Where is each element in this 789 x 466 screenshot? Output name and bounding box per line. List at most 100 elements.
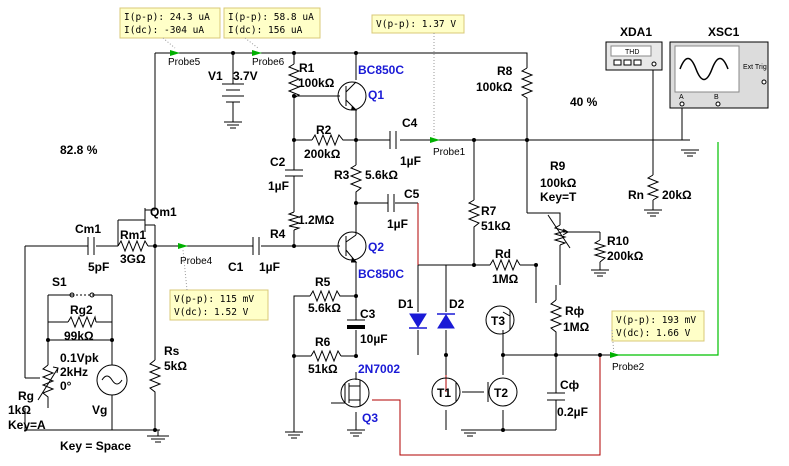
svg-text:D1: D1 <box>398 297 414 311</box>
svg-text:I(p-p): 24.3 uA: I(p-p): 24.3 uA <box>124 12 210 23</box>
transistor-t3[interactable]: T3 <box>485 305 515 335</box>
svg-text:V(dc): 1.66 V: V(dc): 1.66 V <box>616 328 691 339</box>
jfet-qm1[interactable]: Qm1 <box>144 193 177 232</box>
svg-text:100kΩ: 100kΩ <box>476 80 513 94</box>
resistor-r2[interactable]: R2 200kΩ <box>304 123 344 161</box>
svg-text:V(p-p): 193 mV: V(p-p): 193 mV <box>616 315 696 326</box>
capacitor-cphi[interactable]: Cф 0.2µF <box>547 378 588 419</box>
svg-text:V1: V1 <box>208 69 223 83</box>
resistor-rn[interactable]: Rn 20kΩ <box>628 174 692 202</box>
transistor-q1[interactable]: BC850C Q1 <box>337 63 404 111</box>
svg-text:51kΩ: 51kΩ <box>481 219 511 233</box>
resistor-r7[interactable]: R7 51kΩ <box>467 199 511 233</box>
resistor-r5[interactable]: R5 5.6kΩ <box>308 275 342 315</box>
svg-text:T2: T2 <box>494 386 508 400</box>
svg-text:Probe1: Probe1 <box>433 147 466 158</box>
svg-text:51kΩ: 51kΩ <box>308 362 338 376</box>
capacitor-c5[interactable]: C5 1µF <box>387 187 420 231</box>
resistor-r3[interactable]: R3 5.6kΩ <box>334 164 398 195</box>
ground-symbols <box>147 121 699 443</box>
svg-text:XSC1: XSC1 <box>708 25 740 39</box>
svg-text:Key=T: Key=T <box>540 190 577 204</box>
capacitor-c1[interactable]: C1 1µF <box>228 237 280 274</box>
svg-text:Rф: Rф <box>565 304 585 318</box>
svg-text:1µF: 1µF <box>268 179 289 193</box>
transistor-t1[interactable]: T1 <box>431 377 461 407</box>
svg-text:I(dc): 156 uA: I(dc): 156 uA <box>228 25 303 36</box>
resistor-r6[interactable]: R6 51kΩ <box>308 335 342 376</box>
svg-text:1kΩ: 1kΩ <box>8 403 31 417</box>
resistor-rd[interactable]: Rd 1MΩ <box>489 247 521 286</box>
wiring <box>24 52 690 436</box>
svg-text:20kΩ: 20kΩ <box>662 188 692 202</box>
svg-text:C2: C2 <box>270 155 286 169</box>
ac-source-vg[interactable]: 0.1Vpk 2kHz 0° Vg <box>60 351 128 417</box>
svg-text:Ext Trig: Ext Trig <box>743 64 767 71</box>
svg-text:Vg: Vg <box>92 403 107 417</box>
probe5-readout: I(p-p): 24.3 uA I(dc): -304 uA <box>119 7 221 39</box>
svg-text:Probe5: Probe5 <box>168 57 201 68</box>
battery-v1[interactable]: V1 3.7V <box>208 69 258 112</box>
svg-text:1MΩ: 1MΩ <box>492 272 519 286</box>
svg-text:R5: R5 <box>315 275 331 289</box>
svg-text:3GΩ: 3GΩ <box>120 252 146 266</box>
svg-text:C5: C5 <box>404 187 420 201</box>
resistor-rphi[interactable]: Rф 1MΩ <box>549 299 590 335</box>
probe1[interactable]: Probe1 <box>430 137 466 158</box>
probe2[interactable]: Probe2 <box>610 352 645 373</box>
probe4[interactable]: Probe4 <box>178 243 213 267</box>
svg-text:5.6kΩ: 5.6kΩ <box>365 168 398 182</box>
svg-text:0°: 0° <box>60 379 72 393</box>
svg-text:Q1: Q1 <box>368 88 384 102</box>
svg-text:S1: S1 <box>52 275 67 289</box>
mosfet-q3[interactable]: 2N7002 Q3 <box>331 362 400 425</box>
probe6[interactable]: Probe6 <box>252 50 285 68</box>
svg-text:1µF: 1µF <box>400 154 421 168</box>
key-space-label: Key = Space <box>60 439 131 453</box>
svg-text:Rm1: Rm1 <box>120 228 146 242</box>
resistor-r8[interactable]: R8 100kΩ <box>476 64 534 100</box>
svg-text:10µF: 10µF <box>360 332 388 346</box>
svg-text:C4: C4 <box>402 116 418 130</box>
svg-text:99kΩ: 99kΩ <box>64 329 94 343</box>
resistor-r10[interactable]: R10 200kΩ <box>593 234 644 263</box>
svg-text:Key=A: Key=A <box>8 418 46 432</box>
probe6-readout: I(p-p): 58.8 uA I(dc): 156 uA <box>223 7 321 39</box>
switch-s1[interactable]: S1 <box>52 275 95 298</box>
svg-text:200kΩ: 200kΩ <box>304 147 341 161</box>
svg-text:Probe6: Probe6 <box>252 57 285 68</box>
scope-b-wire <box>612 142 719 356</box>
svg-text:T3: T3 <box>491 314 505 328</box>
capacitor-c2[interactable]: C2 1µF <box>268 155 303 193</box>
transistor-q2[interactable]: Q2 BC850C <box>337 231 404 281</box>
oscilloscope-xsc1[interactable]: XSC1 Ext Trig A B <box>669 25 769 109</box>
svg-text:THD: THD <box>625 49 639 56</box>
resistor-rs[interactable]: Rs 5kΩ <box>148 344 187 395</box>
svg-text:Rg: Rg <box>18 389 34 403</box>
svg-text:V(p-p): 115 mV: V(p-p): 115 mV <box>174 294 254 305</box>
probe5[interactable]: Probe5 <box>168 50 201 68</box>
svg-text:1MΩ: 1MΩ <box>563 320 590 334</box>
transistor-t2[interactable]: T2 <box>487 377 518 407</box>
resistor-r1[interactable]: R1 100kΩ <box>287 61 335 102</box>
svg-text:Rn: Rn <box>628 188 644 202</box>
capacitor-c4[interactable]: C4 1µF <box>389 116 421 168</box>
distortion-analyzer-xda1[interactable]: XDA1 THD <box>605 25 663 71</box>
capacitor-c3[interactable]: C3 10µF <box>347 307 388 346</box>
svg-text:A: A <box>679 94 684 101</box>
capacitor-cm1[interactable]: Cm1 5pF <box>75 222 109 274</box>
potentiometer-rg[interactable]: Rg 1kΩ Key=A <box>8 364 59 432</box>
diode-d2[interactable]: D2 <box>437 297 465 329</box>
resistor-r4[interactable]: R4 1.2MΩ <box>270 211 335 241</box>
svg-text:XDA1: XDA1 <box>620 25 652 39</box>
note-leaders <box>162 33 615 356</box>
resistor-rm1[interactable]: Rm1 3GΩ <box>117 228 149 266</box>
svg-text:100kΩ: 100kΩ <box>540 176 577 190</box>
svg-text:1µF: 1µF <box>259 260 280 274</box>
potentiometer-r9[interactable]: R9 100kΩ Key=T <box>540 159 577 249</box>
resistor-rg2[interactable]: Rg2 99kΩ <box>64 303 97 343</box>
svg-text:3.7V: 3.7V <box>233 69 258 83</box>
svg-text:D2: D2 <box>449 297 465 311</box>
probe4-readout: V(p-p): 115 mV V(dc): 1.52 V <box>169 289 269 321</box>
diode-d1[interactable]: D1 <box>398 297 427 329</box>
